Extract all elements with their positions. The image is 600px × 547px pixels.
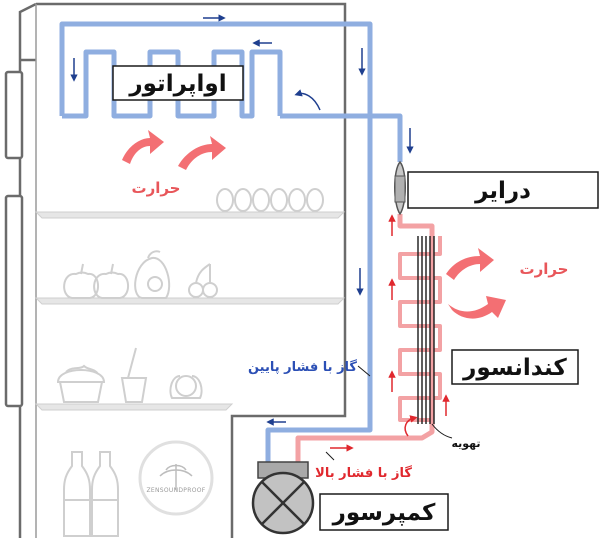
high-pressure-gas-label: گاز با فشار بالا [315, 465, 412, 481]
compressor-unit [251, 461, 315, 535]
dryer-label-box: درایر [407, 171, 599, 209]
fruit-icon [63, 250, 218, 299]
low-pressure-pipe [59, 21, 403, 462]
high-pressure-leader [325, 451, 335, 461]
fridge-handle-bottom [4, 194, 24, 408]
fridge-handle-top [4, 70, 24, 160]
low-pressure-gas-label: گاز با فشار پایین [248, 359, 357, 375]
ventilation-leader [431, 423, 453, 439]
bottle-icon [63, 451, 119, 537]
heat-right-label: حرارت [520, 260, 569, 278]
flow-arrow-icon [330, 214, 450, 452]
evaporator-label-box: اواپراتور [112, 65, 244, 101]
evaporator-label: اواپراتور [128, 71, 226, 97]
condenser-fins [417, 236, 435, 424]
watermark-text: ZENSOUNDPROOF [146, 487, 205, 494]
food-icon [56, 347, 203, 403]
watermark-logo: ZENSOUNDPROOF [138, 440, 214, 516]
heat-top-label: حرارت [132, 179, 181, 197]
compressor-label-box: کمپرسور [319, 493, 449, 531]
fridge-shelves [34, 211, 346, 411]
ventilation-label: تهویه [451, 437, 480, 450]
egg-icon [216, 188, 324, 212]
heat-arrow-icon [122, 130, 506, 319]
compressor-label: کمپرسور [332, 500, 436, 526]
high-pressure-pipe [295, 214, 435, 462]
dryer-label: درایر [474, 178, 531, 204]
dryer-component [394, 160, 406, 216]
condenser-label: کندانسور [462, 355, 567, 381]
low-pressure-leader [357, 365, 371, 377]
condenser-label-box: کندانسور [451, 349, 579, 385]
flow-arrow-icon [70, 14, 414, 426]
